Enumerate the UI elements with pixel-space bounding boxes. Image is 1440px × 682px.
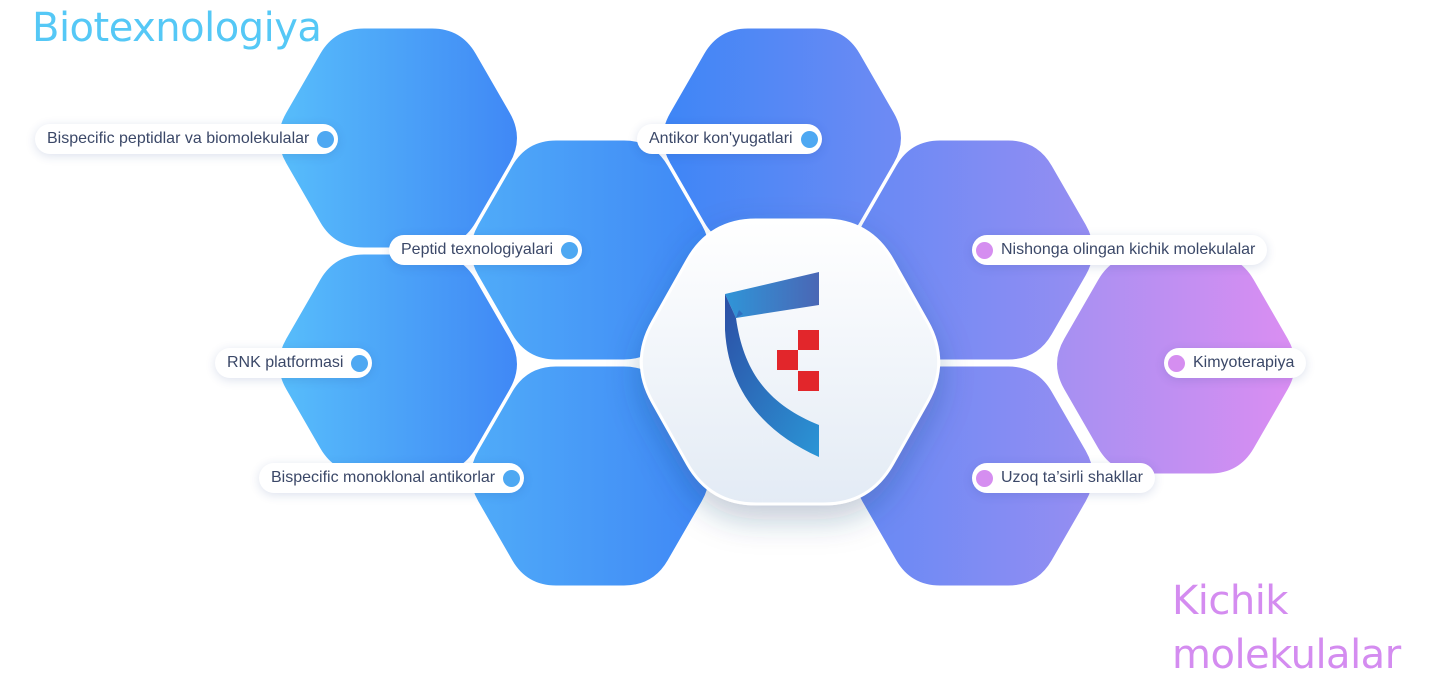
dot-icon xyxy=(976,241,993,259)
label-text: Antikor kon'yugatlari xyxy=(649,130,793,147)
dot-icon xyxy=(800,130,818,148)
label-text: Uzoq ta’sirli shakllar xyxy=(1001,469,1143,486)
label-text: Bispecific monoklonal antikorlar xyxy=(271,469,496,486)
label-rna-platform[interactable]: RNK platformasi xyxy=(215,348,373,378)
dot-icon xyxy=(976,469,993,487)
dot-icon xyxy=(503,469,521,487)
label-bispecific-peptides[interactable]: Bispecific peptidlar va biomolekulalar xyxy=(35,124,339,154)
hex-biotech-top-left xyxy=(276,25,520,251)
dot-icon xyxy=(317,130,335,148)
dot-icon xyxy=(561,241,579,259)
biotechnology-title: Biotexnologiya xyxy=(32,5,322,51)
shield-logo-icon xyxy=(725,272,819,457)
dot-icon xyxy=(351,354,369,372)
small-molecules-title-line2: molekulalar xyxy=(1172,632,1401,678)
label-targeted-small-molecules[interactable]: Nishonga olingan kichik molekulalar xyxy=(972,235,1268,265)
small-molecules-title: Kichik molekulalar xyxy=(1172,574,1432,682)
label-peptide-technologies[interactable]: Peptid texnologiyalari xyxy=(389,235,583,265)
label-text: Nishonga olingan kichik molekulalar xyxy=(1001,241,1256,258)
label-text: Peptid texnologiyalari xyxy=(401,241,554,258)
label-text: Bispecific peptidlar va biomolekulalar xyxy=(47,130,310,147)
label-long-acting-forms[interactable]: Uzoq ta’sirli shakllar xyxy=(972,463,1155,493)
label-text: RNK platformasi xyxy=(227,354,344,371)
dot-icon xyxy=(1168,354,1185,372)
label-antibody-conjugates[interactable]: Antikor kon'yugatlari xyxy=(637,124,822,154)
label-text: Kimyoterapiya xyxy=(1193,354,1295,371)
small-molecules-title-line1: Kichik xyxy=(1172,578,1288,624)
label-bispecific-monoclonal[interactable]: Bispecific monoklonal antikorlar xyxy=(259,463,525,493)
label-chemotherapy[interactable]: Kimyoterapiya xyxy=(1164,348,1307,378)
